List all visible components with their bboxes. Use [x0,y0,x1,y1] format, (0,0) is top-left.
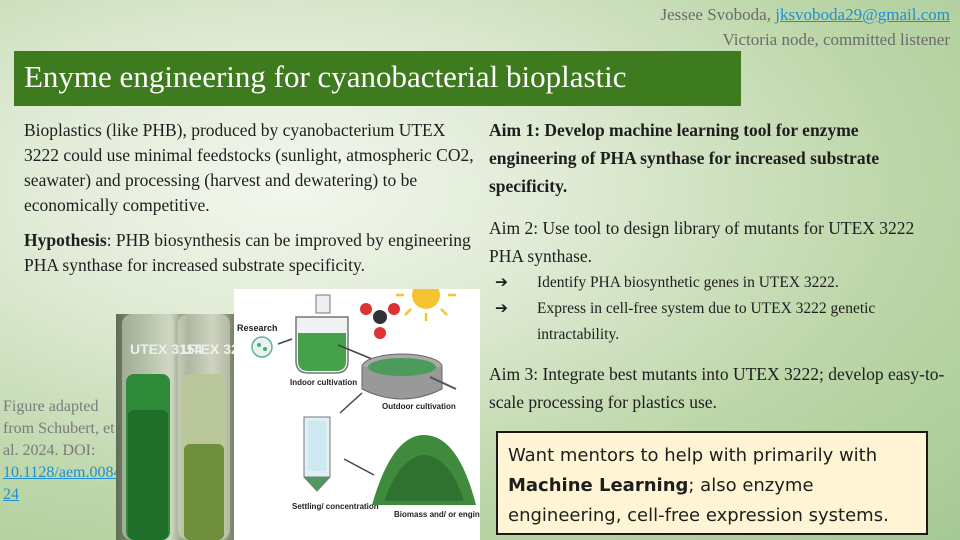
caption-text: Figure adapted from Schubert, et al. 202… [3,398,115,459]
left-text-column: Bioplastics (like PHB), produced by cyan… [24,118,484,288]
arrow-line [339,392,363,414]
petri-dish-icon [251,336,273,358]
arrow-right-icon: ➔ [495,274,508,291]
diagram-label-biomass: Biomass and/ or engineered product [394,510,480,519]
diagram-label-indoor: Indoor cultivation [290,378,357,387]
column-icon [303,416,331,492]
diagram-label-settling: Settling/ concentration [292,502,379,511]
aim2-bullet-list: ➔ Identify PHA biosynthetic genes in UTEX… [489,270,949,348]
hypothesis-text: : PHB biosynthesis can be improved by en… [24,230,471,275]
aim2-bullet: ➔ Identify PHA biosynthetic genes in UTEX… [489,270,949,296]
diagram-label-research: Research [237,323,278,333]
slide-title: Enyme engineering for cyanobacterial bio… [24,59,627,94]
author-name: Jessee Svoboda, [660,5,776,24]
aim2-text: Aim 2: Use tool to design library of mut… [489,218,915,266]
aim2-bullet-text: Identify PHA biosynthetic genes in UTEX … [537,274,839,291]
culture-tubes-photo: UTEX 3154 UTEX 3222 [116,314,236,540]
aim3-text: Aim 3: Integrate best mutants into UTEX … [489,364,945,412]
mentor-post: ; also enzyme engineering, cell-free exp… [508,475,889,526]
author-block: Jessee Svoboda, jksvoboda29@gmail.com Vi… [660,2,950,52]
aim2-bullet-text: Express in cell-free system due to UTEX … [537,300,876,343]
flask-icon [295,294,349,374]
process-diagram-svg: Research Indoor cultivation Outdoor cult… [237,289,480,519]
mentor-bold: Machine Learning [508,475,689,496]
aim2-bullet: ➔ Express in cell-free system due to UTEX… [489,296,949,348]
hypothesis-label: Hypothesis [24,230,107,250]
arrow-line [277,338,293,345]
author-email-link[interactable]: jksvoboda29@gmail.com [775,5,950,24]
mentor-request-text: Want mentors to help with primarily with… [508,441,918,531]
author-role: Victoria node, committed listener [722,30,950,49]
mentor-request-box: Want mentors to help with primarily with… [496,431,928,535]
pond-icon [361,353,457,400]
diagram-label-outdoor: Outdoor cultivation [382,402,456,411]
intro-paragraph: Bioplastics (like PHB), produced by cyan… [24,120,474,215]
aim1-text: Aim 1: Develop machine learning tool for… [489,120,880,196]
doi-link[interactable]: 10.1128/aem.00841-24 [3,464,135,503]
title-bar: Enyme engineering for cyanobacterial bio… [14,51,741,106]
aims-column: Aim 1: Develop machine learning tool for… [489,116,949,430]
sun-icon [396,289,456,321]
tube-label-left: UTEX 3154 [130,341,203,357]
arrow-right-icon: ➔ [495,300,508,317]
tubes-illustration: UTEX 3154 UTEX 3222 [122,314,236,540]
cultivation-diagram: Research Indoor cultivation Outdoor cult… [234,289,480,540]
arrow-line [343,458,375,476]
co2-molecule-icon [360,303,400,339]
mentor-pre: Want mentors to help with primarily with [508,445,878,466]
hypothesis-paragraph: Hypothesis: PHB biosynthesis can be impr… [24,228,484,278]
tube-label-right: UTEX 3222 [182,341,236,357]
figure-caption: Figure adapted from Schubert, et al. 202… [3,396,135,506]
biomass-pile-icon [372,435,476,505]
author-line: Jessee Svoboda, jksvoboda29@gmail.com [660,2,950,27]
arrow-line [337,344,373,360]
